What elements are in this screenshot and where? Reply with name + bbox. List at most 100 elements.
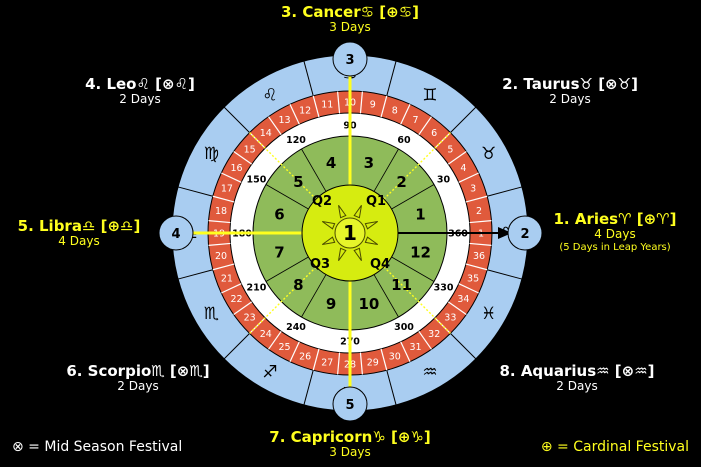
degree-label: 150 <box>247 175 267 186</box>
zodiac-symbol: ♒ <box>422 363 437 383</box>
zodiac-divider <box>487 186 523 197</box>
zodiac-divider <box>303 60 314 96</box>
week-number: 21 <box>221 273 233 284</box>
month-divider <box>373 148 399 192</box>
zodiac-divider <box>223 333 250 360</box>
sun-ray <box>353 204 362 219</box>
week-divider <box>221 283 242 294</box>
zodiac-symbol: ♊ <box>422 85 437 105</box>
week-number: 7 <box>412 115 418 126</box>
label-libra: 5. Libra♎ [⊕♎] 4 Days <box>4 217 154 249</box>
zodiac-divider <box>177 186 213 197</box>
week-divider <box>221 172 242 183</box>
zodiac-symbol: ♐ <box>262 363 277 383</box>
sun-ray <box>321 221 336 230</box>
zodiac-divider <box>450 333 477 360</box>
week-divider <box>380 95 388 118</box>
week-divider <box>359 352 363 375</box>
week-number: 23 <box>244 313 256 324</box>
zodiac-divider <box>223 106 250 133</box>
label-capricorn-days: 3 Days <box>329 445 371 460</box>
label-capricorn-name: 7. Capricorn♑ [⊕♑] <box>269 428 431 446</box>
week-divider <box>447 151 467 165</box>
week-number: 11 <box>321 99 333 110</box>
week-number: 18 <box>215 206 227 217</box>
week-number: 30 <box>389 352 401 363</box>
sun-ray <box>353 247 362 262</box>
label-aries-name: 1. Aries♈ [⊕♈] <box>553 210 677 228</box>
week-divider <box>434 132 451 149</box>
degree-label: 240 <box>286 322 306 333</box>
sun-ray <box>321 236 336 245</box>
week-number: 9 <box>370 99 376 110</box>
week-divider <box>289 104 300 125</box>
week-number: 12 <box>299 105 311 116</box>
label-libra-name: 5. Libra♎ [⊕♎] <box>17 217 141 235</box>
week-divider <box>458 283 479 294</box>
quadrant-label: Q1 <box>366 194 386 209</box>
label-taurus-days: 2 Days <box>549 92 591 107</box>
label-cancer-days: 3 Days <box>329 20 371 35</box>
zodiac-divider <box>386 60 397 96</box>
week-number: 36 <box>473 251 485 262</box>
week-number: 16 <box>231 163 243 174</box>
marker-circle <box>507 215 543 251</box>
month-number: 8 <box>293 276 303 294</box>
month-number: 10 <box>358 295 379 313</box>
center-label: 1 <box>343 221 357 245</box>
quadrant-label: Q3 <box>310 257 330 272</box>
week-divider <box>418 330 432 350</box>
month-divider <box>391 256 435 282</box>
label-cancer-name: 3. Cancer♋ [⊕♋] <box>280 3 420 21</box>
sun-ray <box>364 236 379 245</box>
month-number: 9 <box>326 295 336 313</box>
degree-label: 60 <box>397 135 411 146</box>
marker-label: 3 <box>345 53 354 68</box>
week-divider <box>447 301 467 315</box>
week-divider <box>208 242 231 246</box>
week-number: 32 <box>428 329 440 340</box>
label-aries-days: 4 Days <box>594 227 636 242</box>
week-number: 24 <box>260 329 272 340</box>
month-divider <box>265 256 309 282</box>
week-divider <box>337 352 341 375</box>
week-divider <box>233 151 253 165</box>
week-divider <box>249 132 266 149</box>
week-number: 17 <box>221 184 233 195</box>
week-number: 8 <box>392 105 398 116</box>
week-number: 26 <box>299 352 311 363</box>
week-number: 34 <box>457 294 469 305</box>
sun-ray <box>338 247 347 262</box>
label-leo-name: 4. Leo♌ [⊗♌] <box>85 75 195 93</box>
week-number: 31 <box>409 342 421 353</box>
zodiac-symbol: ♌ <box>262 85 277 105</box>
degree-label: 30 <box>437 175 451 186</box>
week-divider <box>208 220 231 224</box>
marker-circle <box>158 215 194 251</box>
week-divider <box>465 195 488 203</box>
week-number: 33 <box>444 313 456 324</box>
label-cancer: 3. Cancer♋ [⊕♋] 3 Days <box>250 3 450 35</box>
marker-circle <box>332 41 368 77</box>
week-divider <box>469 220 492 224</box>
week-divider <box>289 341 300 362</box>
week-number: 14 <box>260 128 272 139</box>
week-divider <box>337 91 341 114</box>
week-number: 29 <box>367 358 379 369</box>
month-number: 11 <box>391 276 412 294</box>
week-divider <box>249 317 266 334</box>
label-scorpio-days: 2 Days <box>117 379 159 394</box>
week-divider <box>400 104 411 125</box>
week-divider <box>434 317 451 334</box>
label-libra-days: 4 Days <box>58 234 100 249</box>
sun-ray <box>364 221 379 230</box>
zodiac-symbol: ♓ <box>481 304 496 324</box>
zodiac-divider <box>450 106 477 133</box>
week-number: 13 <box>278 115 290 126</box>
week-number: 22 <box>231 294 243 305</box>
marker-label: 4 <box>171 227 180 242</box>
week-number: 27 <box>321 358 333 369</box>
